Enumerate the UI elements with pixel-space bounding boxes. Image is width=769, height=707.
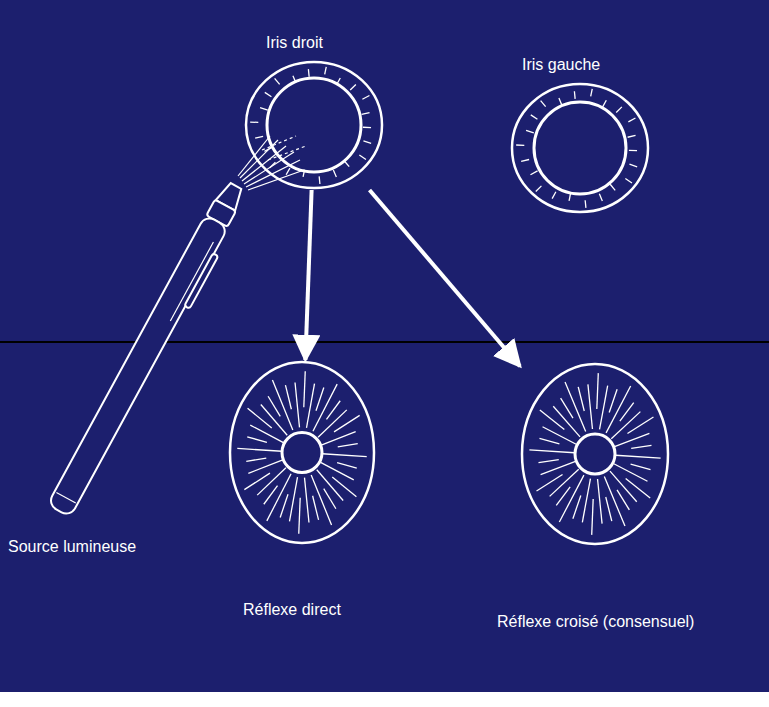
iris-circle: Iris droit bbox=[244, 60, 384, 190]
light-source-label: Source lumineuse bbox=[8, 537, 136, 556]
penlight bbox=[47, 180, 251, 520]
iris-circle: Iris gauche bbox=[510, 82, 650, 214]
bottom-strip bbox=[0, 692, 769, 707]
reflex-arrow bbox=[305, 190, 311, 360]
iris-label: Iris gauche bbox=[522, 55, 600, 74]
iris-circle: Réflexe croisé (consensuel) bbox=[520, 362, 670, 546]
iris-label: Réflexe direct bbox=[243, 600, 341, 619]
iris-label: Iris droit bbox=[266, 33, 323, 52]
iris-drawing bbox=[244, 60, 384, 190]
iris-circle: Réflexe direct bbox=[228, 360, 376, 545]
iris-drawing bbox=[520, 362, 670, 546]
reflex-arrow bbox=[370, 190, 520, 366]
divider-line bbox=[0, 341, 769, 343]
iris-drawing bbox=[228, 360, 376, 545]
iris-drawing bbox=[510, 82, 650, 214]
iris-label: Réflexe croisé (consensuel) bbox=[497, 612, 694, 631]
